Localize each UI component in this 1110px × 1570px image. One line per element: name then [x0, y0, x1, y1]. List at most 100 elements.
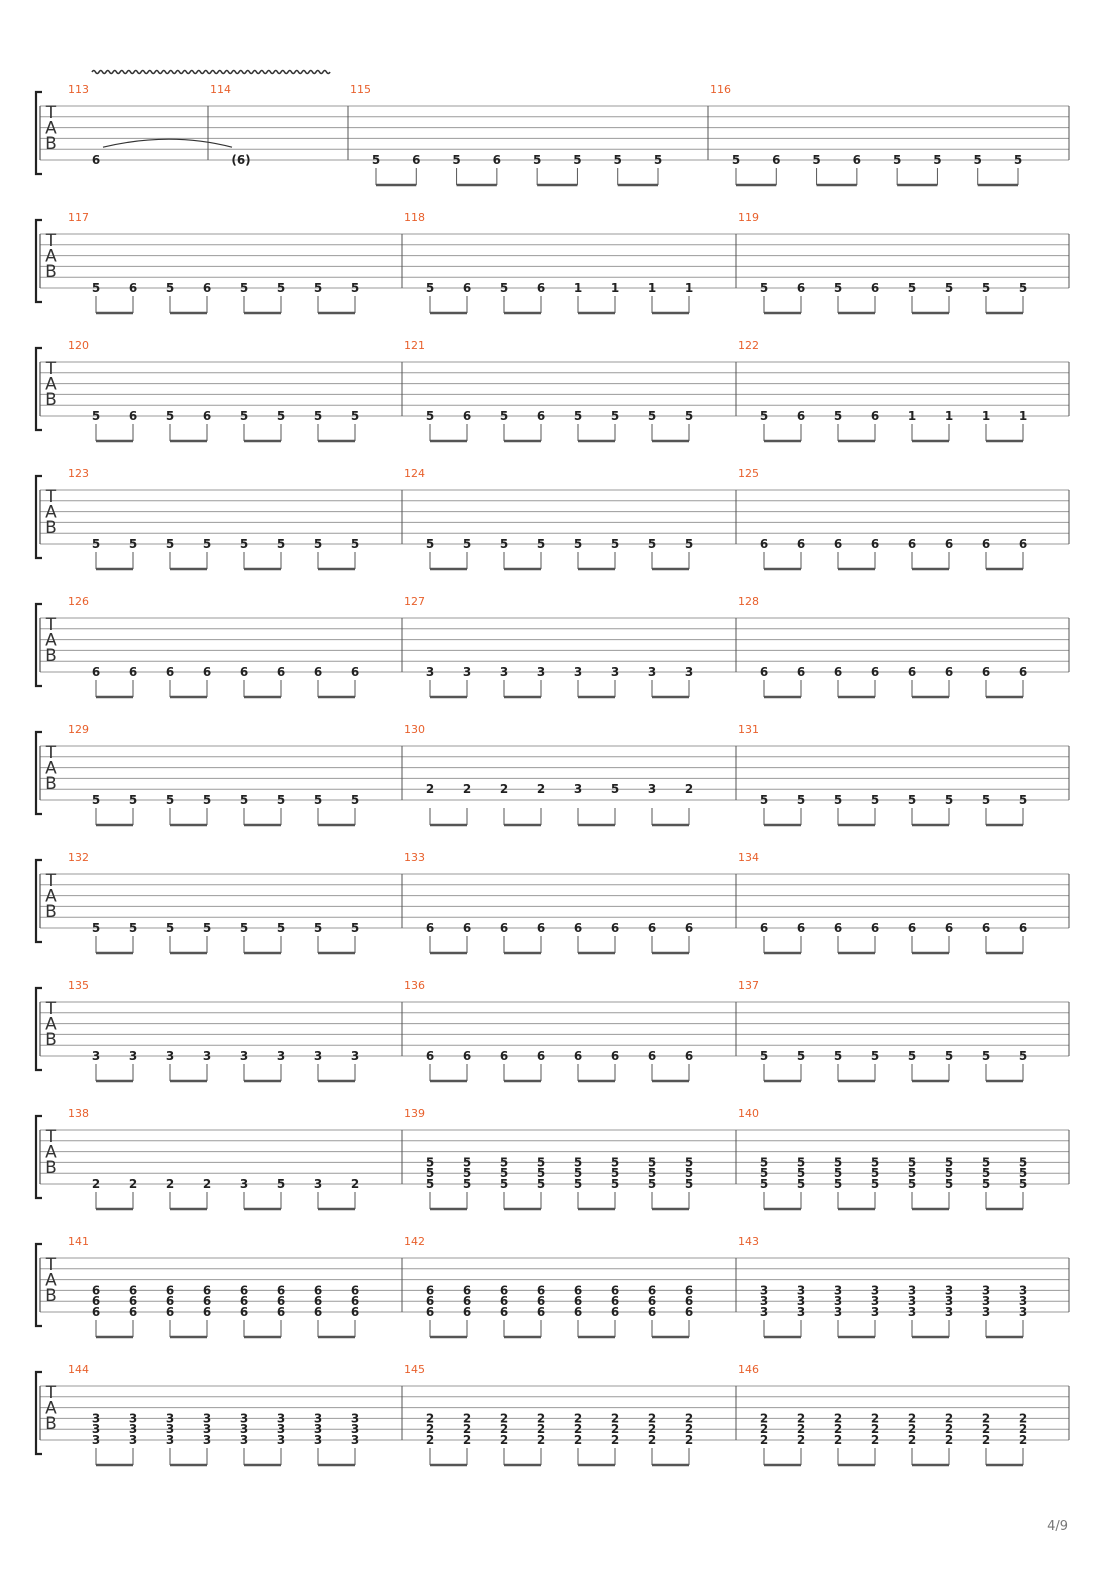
- fret-number: 6: [908, 665, 916, 679]
- fret-number: 2: [685, 1433, 693, 1447]
- fret-number: 3: [908, 1305, 916, 1319]
- fret-number: 5: [611, 537, 619, 551]
- fret-number: 6: [574, 1294, 582, 1308]
- fret-number: 5: [648, 1155, 656, 1169]
- fret-number: 6: [240, 665, 248, 679]
- fret-number: 6: [129, 409, 137, 423]
- tab-clef-letter: A: [45, 375, 57, 395]
- fret-number: 2: [760, 1433, 768, 1447]
- fret-number: 3: [871, 1283, 879, 1297]
- fret-number: 2: [760, 1411, 768, 1425]
- fret-number: 2: [685, 782, 693, 796]
- fret-number: 6: [760, 665, 768, 679]
- fret-number: 5: [574, 409, 582, 423]
- fret-number: 6: [351, 1294, 359, 1308]
- fret-number: 5: [452, 153, 460, 167]
- fret-number: 5: [982, 281, 990, 295]
- fret-number: 2: [982, 1422, 990, 1436]
- measure-number: 141: [68, 1235, 89, 1248]
- tab-clef-letter: T: [45, 615, 57, 635]
- fret-number: 5: [871, 1155, 879, 1169]
- fret-number: 3: [166, 1411, 174, 1425]
- fret-number: 2: [648, 1422, 656, 1436]
- fret-number: 2: [982, 1433, 990, 1447]
- fret-number: 6: [426, 921, 434, 935]
- fret-number: 3: [240, 1177, 248, 1191]
- fret-number: 5: [908, 793, 916, 807]
- fret-number: 6: [685, 1049, 693, 1063]
- fret-number: 3: [760, 1294, 768, 1308]
- fret-number: 5: [500, 1166, 508, 1180]
- fret-number: 5: [537, 1166, 545, 1180]
- fret-number: 5: [1019, 1049, 1027, 1063]
- fret-number: 6: [463, 1294, 471, 1308]
- measure-number: 127: [404, 595, 425, 608]
- fret-number: 5: [351, 537, 359, 551]
- fret-number: 5: [240, 281, 248, 295]
- fret-number: 5: [129, 537, 137, 551]
- fret-number: 6: [203, 1294, 211, 1308]
- tab-clef-letter: B: [45, 262, 57, 282]
- fret-number: 3: [834, 1305, 842, 1319]
- fret-number: 3: [760, 1283, 768, 1297]
- fret-number: 5: [92, 409, 100, 423]
- fret-number: 3: [1019, 1283, 1027, 1297]
- fret-number: 5: [614, 153, 622, 167]
- fret-number: 5: [129, 921, 137, 935]
- system-bracket: [34, 730, 42, 816]
- tab-clef-letter: B: [45, 646, 57, 666]
- fret-number: 3: [351, 1433, 359, 1447]
- fret-number: 3: [166, 1433, 174, 1447]
- measure-number: 132: [68, 851, 89, 864]
- fret-number: 6: [982, 921, 990, 935]
- fret-number: 5: [685, 1155, 693, 1169]
- fret-number: 2: [500, 1433, 508, 1447]
- fret-number: 5: [797, 1155, 805, 1169]
- fret-number: 6: [611, 921, 619, 935]
- fret-number: 5: [240, 409, 248, 423]
- fret-number: 5: [685, 1166, 693, 1180]
- measure-number: 126: [68, 595, 89, 608]
- fret-number: 5: [351, 281, 359, 295]
- fret-number: 6: [129, 1305, 137, 1319]
- tab-clef-letter: B: [45, 774, 57, 794]
- fret-number: 5: [611, 782, 619, 796]
- fret-number: 3: [351, 1411, 359, 1425]
- vibrato-wave: [91, 69, 331, 75]
- fret-number: 5: [277, 793, 285, 807]
- fret-number: 3: [166, 1422, 174, 1436]
- fret-number: 6: [351, 665, 359, 679]
- fret-number: 6: [463, 1305, 471, 1319]
- fret-number: 2: [166, 1177, 174, 1191]
- fret-number: 6: [574, 1283, 582, 1297]
- fret-number: 5: [314, 921, 322, 935]
- fret-number: 3: [500, 665, 508, 679]
- fret-number: 6: [463, 1283, 471, 1297]
- fret-number: 6: [797, 665, 805, 679]
- fret-number: 6: [1019, 665, 1027, 679]
- fret-number: 5: [760, 1166, 768, 1180]
- fret-number: 5: [314, 281, 322, 295]
- measure-number: 144: [68, 1363, 89, 1376]
- fret-number: 1: [982, 409, 990, 423]
- fret-number: 5: [463, 1155, 471, 1169]
- fret-number: 3: [834, 1283, 842, 1297]
- fret-number: 5: [426, 1155, 434, 1169]
- fret-number: 6: [351, 1305, 359, 1319]
- fret-number: 2: [463, 1422, 471, 1436]
- fret-number: 5: [982, 1049, 990, 1063]
- measure-number: 119: [738, 211, 759, 224]
- fret-number: 5: [760, 1155, 768, 1169]
- fret-number: 2: [908, 1422, 916, 1436]
- fret-number: 6: [908, 537, 916, 551]
- tab-clef-letter: T: [45, 999, 57, 1019]
- fret-number: 5: [500, 409, 508, 423]
- fret-number: 3: [574, 782, 582, 796]
